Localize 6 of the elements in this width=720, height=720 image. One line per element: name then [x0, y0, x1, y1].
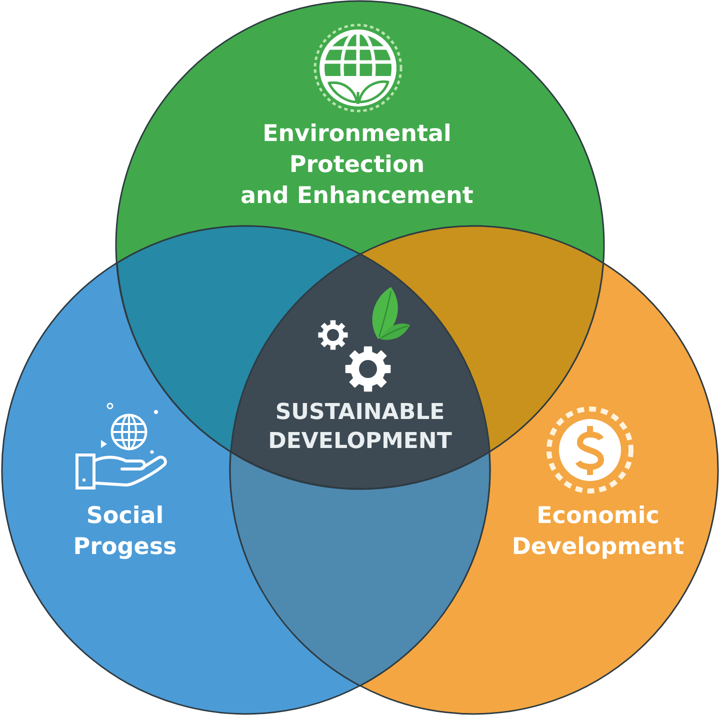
venn-label: Social Progess — [73, 502, 177, 562]
center-title: SUSTAINABLE DEVELOPMENT — [268, 398, 452, 456]
venn-label: Economic Development — [512, 502, 684, 562]
venn-center-region — [230, 254, 490, 489]
overlap-region — [230, 452, 490, 686]
venn-label: Environmental Protection and Enhancement — [240, 120, 474, 211]
